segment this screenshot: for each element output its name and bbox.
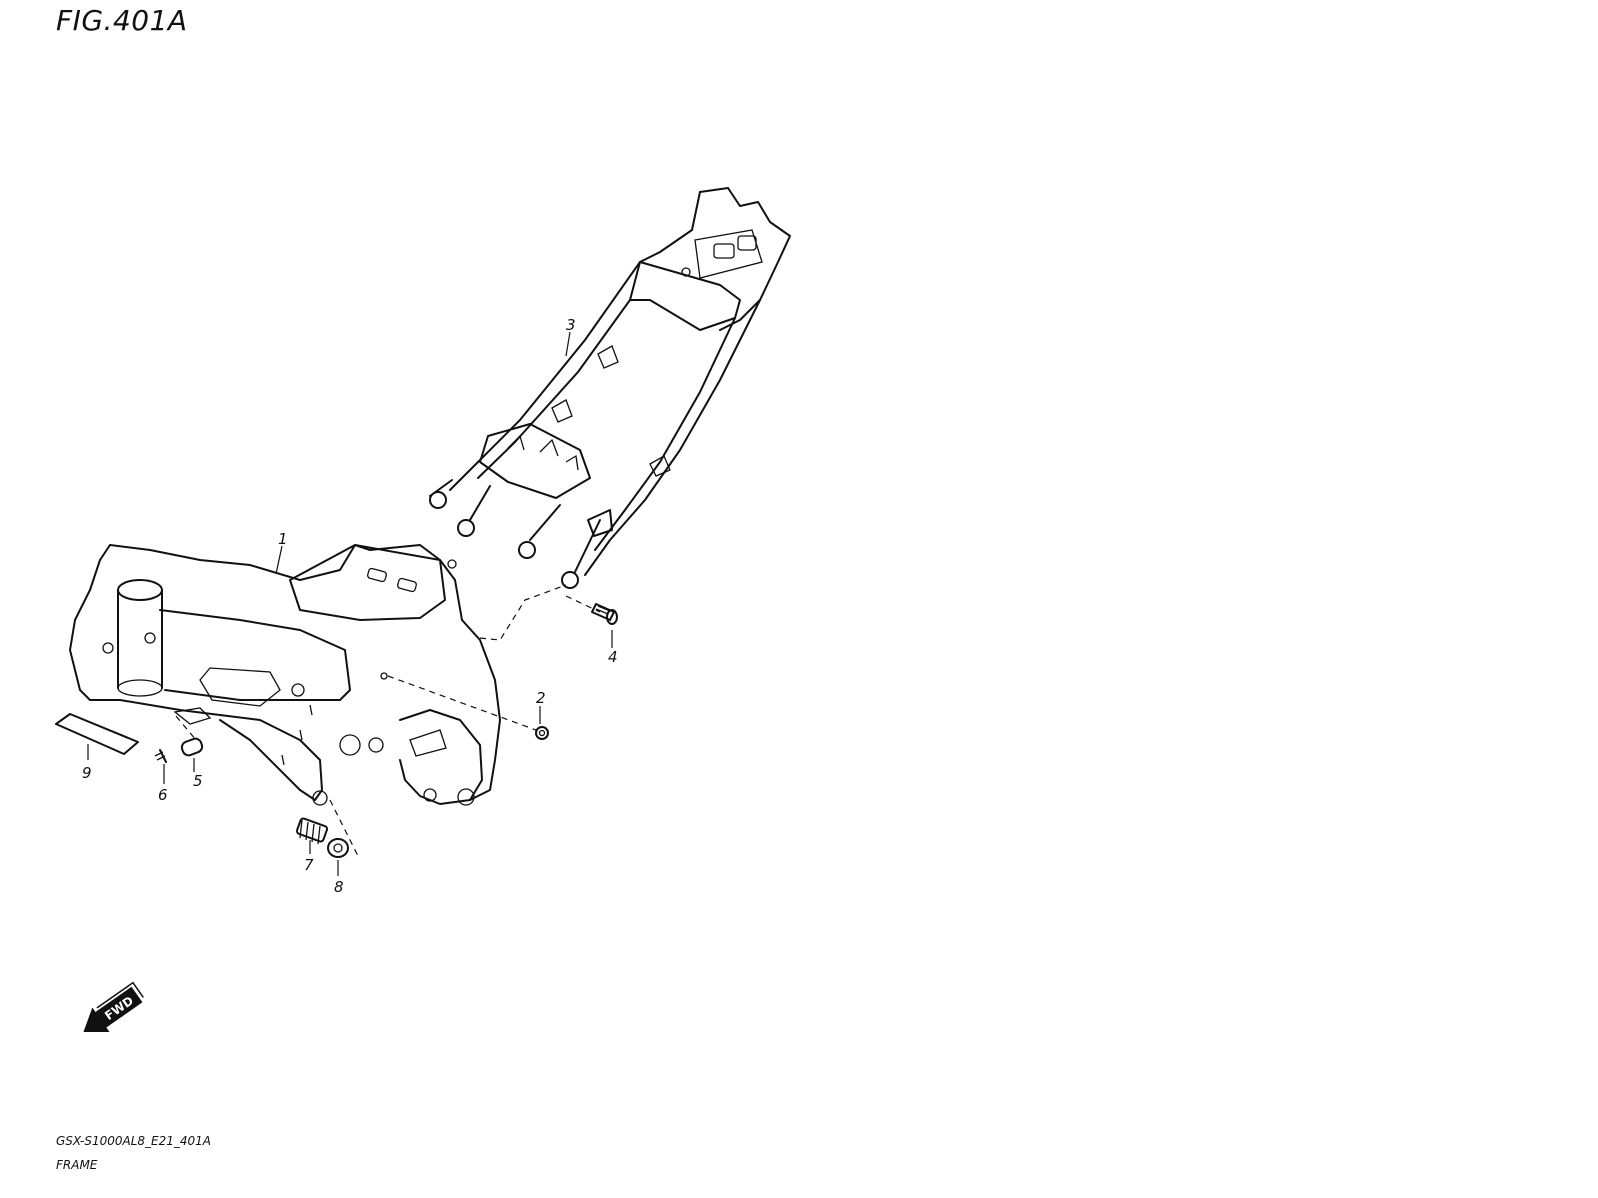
callout-7: 7 [304, 856, 314, 874]
callout-2: 2 [536, 689, 546, 707]
figure-name: FRAME [56, 1158, 98, 1172]
callout-6: 6 [158, 786, 168, 804]
seat-rail-subframe [429, 187, 791, 589]
model-code: GSX-S1000AL8_E21_401A [56, 1134, 212, 1148]
nut-2 [535, 726, 549, 740]
insert-7 [295, 817, 329, 845]
callout-5: 5 [193, 772, 203, 790]
collar-5 [180, 737, 204, 757]
washer-8 [327, 838, 349, 858]
leader-lines [87, 331, 613, 876]
figure-title: FIG.401A [56, 4, 188, 37]
main-frame [69, 544, 501, 806]
bolt-4 [591, 603, 618, 625]
callout-9: 9 [82, 764, 92, 782]
fwd-arrow-icon: FWD [83, 981, 144, 1033]
callout-3: 3 [566, 316, 576, 334]
callout-4: 4 [608, 648, 618, 666]
screw-6 [154, 749, 167, 763]
callout-8: 8 [334, 878, 344, 896]
callout-1: 1 [278, 530, 288, 548]
label-plate-9 [55, 713, 139, 755]
